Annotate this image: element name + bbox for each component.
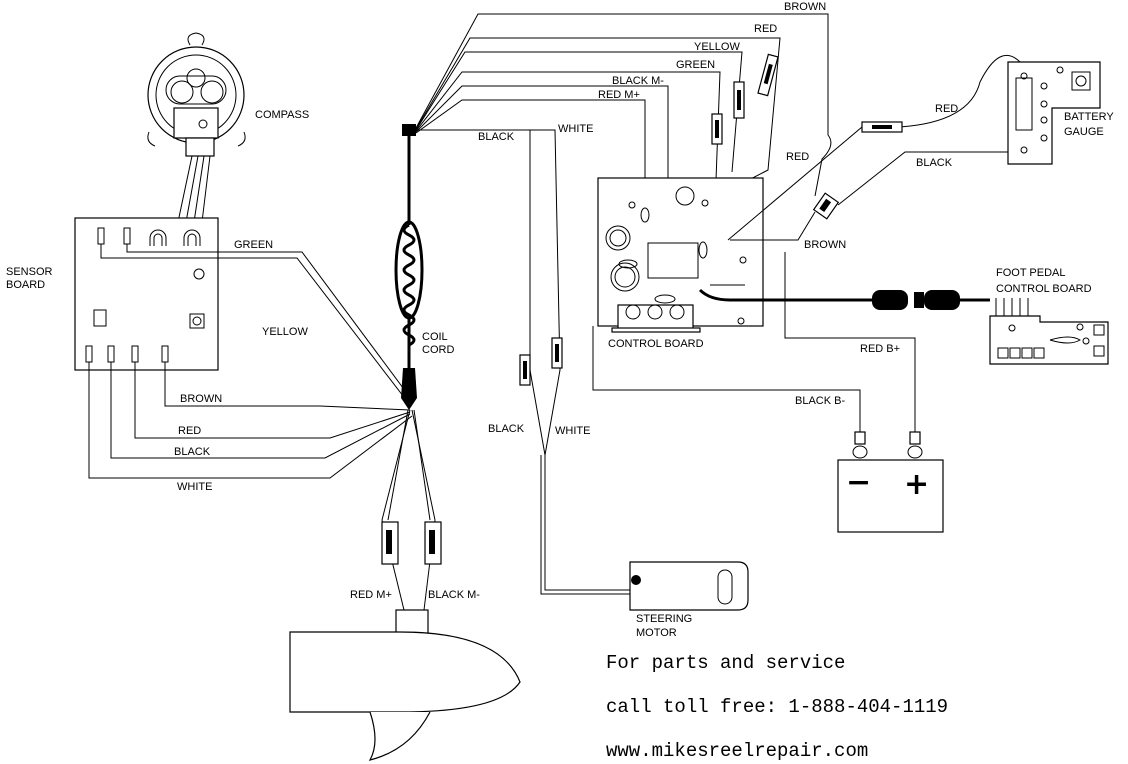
wire-label-black-sensor: BLACK [174,446,211,458]
gauge-wires [727,54,1021,241]
wire-label-red-top: RED [754,23,777,35]
wire-label-black-bminus: BLACK B- [795,395,845,407]
trolling-motor [289,409,521,761]
control-board-label: CONTROL BOARD [608,338,704,350]
battery-minus-symbol: − [846,465,871,500]
sensor-board [74,217,219,371]
sensor-board-label-2: BOARD [6,279,45,291]
battery-plus-symbol: + [904,467,929,502]
wire-label-brown-right: BROWN [804,239,846,251]
wire-label-red-m-top: RED M+ [598,89,640,101]
wire-label-red-bplus: RED B+ [860,343,900,355]
wire-label-red-m-bottom: RED M+ [350,589,392,601]
wire-label-red-sensor: RED [178,425,201,437]
wire-label-white-sensor: WHITE [177,481,212,493]
steering-motor-label-2: MOTOR [636,627,677,639]
sensor-wires [88,244,413,479]
wire-label-yellow-sensor: YELLOW [262,326,308,338]
battery-gauge-label-2: GAUGE [1064,126,1104,138]
coil-cord [394,124,424,410]
compass [147,32,246,223]
wire-label-black-m-top: BLACK M- [612,75,664,87]
battery-gauge-label-1: BATTERY [1064,111,1114,123]
service-line-3: www.mikesreelrepair.com [606,740,868,762]
compass-label: COMPASS [255,109,309,121]
battery-gauge [1007,61,1101,165]
wire-label-black-m-bottom: BLACK M- [428,589,480,601]
wire-label-brown-top: BROWN [784,1,826,13]
steering-motor [540,455,749,611]
sensor-board-label-1: SENSOR [6,266,53,278]
foot-pedal-label-1: FOOT PEDAL [996,267,1065,279]
wire-label-black-top: BLACK [478,131,515,143]
battery [592,252,944,533]
wire-label-red-gauge: RED [935,103,958,115]
wire-label-brown-sensor: BROWN [180,393,222,405]
wire-label-black-mid: BLACK [488,423,525,435]
wire-label-green-top: GREEN [676,59,715,71]
wire-label-green-sensor: GREEN [234,239,273,251]
top-connectors [519,53,779,386]
wire-label-yellow-top: YELLOW [694,41,740,53]
steering-motor-label-1: STEERING [636,613,692,625]
service-line-2: call toll free: 1-888-404-1119 [606,696,948,718]
service-line-1: For parts and service [606,652,845,674]
wire-label-black-gauge: BLACK [916,157,953,169]
foot-pedal-label-2: CONTROL BOARD [996,283,1092,295]
wire-label-white-mid: WHITE [555,425,590,437]
coil-cord-label-1: COIL [422,331,448,343]
coil-cord-label-2: CORD [422,344,454,356]
foot-pedal-board [989,298,1109,365]
wire-label-red-left: RED [786,151,809,163]
foot-pedal-cable [698,288,990,310]
control-board [597,177,764,333]
wire-label-white-top: WHITE [558,123,593,135]
